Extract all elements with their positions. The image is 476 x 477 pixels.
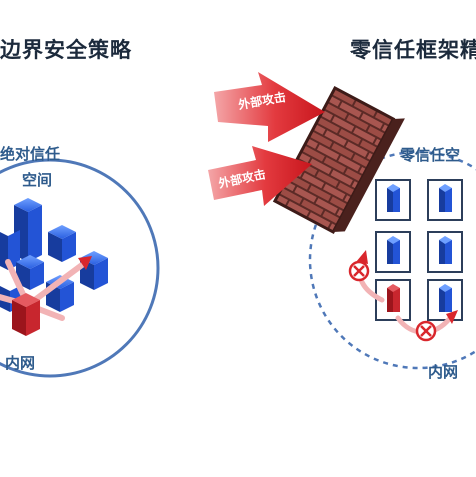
node-frame xyxy=(427,231,463,273)
server-node xyxy=(439,236,452,264)
zero-trust-zone-label: 零信任空 xyxy=(400,146,461,164)
right-panel xyxy=(208,72,476,370)
trusted-zone-label-line1: 绝对信任 xyxy=(0,145,61,163)
server-node xyxy=(387,184,400,212)
arrow-head xyxy=(356,250,368,264)
left-network-label: 内网 xyxy=(5,354,36,372)
compromised-node xyxy=(387,284,400,312)
server-node xyxy=(16,255,44,290)
arrow-head xyxy=(78,256,92,270)
external-attack-arrow xyxy=(208,146,312,206)
arrow-head xyxy=(446,310,458,324)
left-title: 边界安全策略 xyxy=(0,38,132,62)
external-attack-arrow xyxy=(214,72,325,142)
server-node xyxy=(80,251,108,290)
node-frame xyxy=(375,279,411,321)
server-node xyxy=(439,184,452,212)
blocked-icon xyxy=(348,260,370,282)
compromised-node xyxy=(12,293,40,336)
node-frame xyxy=(427,179,463,221)
node-frame xyxy=(375,231,411,273)
server-node xyxy=(387,236,400,264)
left-panel xyxy=(0,158,160,378)
node-frame xyxy=(375,179,411,221)
trusted-zone-label-line2: 空间 xyxy=(22,171,53,189)
trusted-nodes xyxy=(0,198,108,312)
server-node xyxy=(48,225,76,262)
firewall-wall xyxy=(272,85,405,235)
isolated-nodes xyxy=(387,184,452,312)
server-node xyxy=(439,284,452,312)
right-title: 零信任框架精 xyxy=(350,38,476,62)
blocked-icon xyxy=(415,320,437,342)
right-network-label: 内网 xyxy=(428,363,459,381)
